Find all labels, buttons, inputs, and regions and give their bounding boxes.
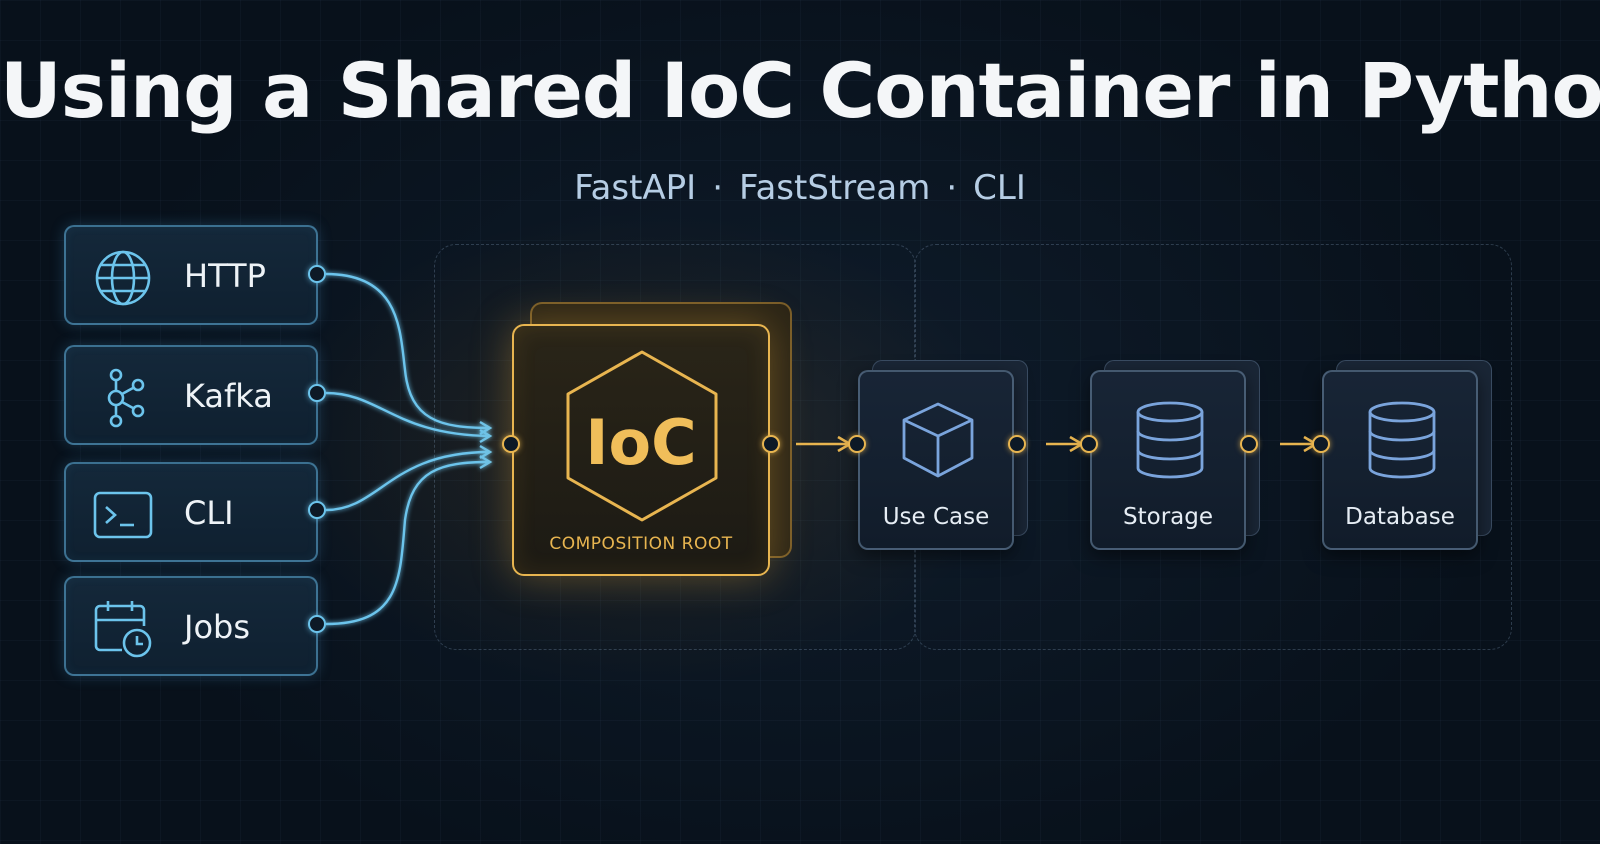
wire-cli [325,450,491,512]
subtitle-separator: · [712,168,724,208]
port-storage-out [1240,435,1258,453]
port-http [308,265,326,283]
port-kafka [308,384,326,402]
arrow-head [479,454,493,470]
kafka-icon [107,368,145,428]
ioc-container-card: IoC COMPOSITION ROOT [512,324,770,576]
pipeline-wires [796,435,1319,453]
port-ioc-out [762,435,780,453]
pipeline-block-storage: Storage [1090,370,1246,550]
port-jobs [308,615,326,633]
source-wires [325,272,493,626]
source-label-cli: CLI [184,494,234,532]
ioc-label: IoC [585,406,697,479]
calendar-clock-icon [94,601,152,658]
arrow-head [479,428,493,444]
terminal-icon [93,491,153,539]
ioc-caption: COMPOSITION ROOT [549,534,733,554]
port-ioc-in [502,435,520,453]
source-card-cli: CLI [64,462,318,562]
subtitle-fastapi: FastAPI [574,168,697,208]
pipeline-label-database: Database [1345,504,1455,530]
subtitle-faststream: FastStream [739,168,931,208]
subtitle: FastAPI · FastStream · CLI [0,168,1600,208]
source-label-kafka: Kafka [184,377,273,415]
port-usecase-out [1008,435,1026,453]
pipeline-label-storage: Storage [1123,504,1213,530]
port-usecase-in [848,435,866,453]
pipeline-label-use-case: Use Case [882,504,990,530]
source-card-kafka: Kafka [64,345,318,445]
page-title: Using a Shared IoC Container in Python [0,46,1600,135]
hexagon-icon [566,350,718,522]
port-cli [308,501,326,519]
port-storage-in [1080,435,1098,453]
port-database-in [1312,435,1330,453]
subtitle-cli: CLI [973,168,1026,208]
wire-kafka [325,391,491,438]
arrow-head [479,444,493,460]
subtitle-separator: · [946,168,958,208]
cube-icon [902,402,974,478]
pipeline-block-use-case: Use Case [858,370,1014,550]
wire-jobs [325,460,491,626]
database-icon [1136,401,1204,479]
source-label-http: HTTP [184,257,266,295]
source-card-http: HTTP [64,225,318,325]
source-card-jobs: Jobs [64,576,318,676]
source-label-jobs: Jobs [184,608,250,646]
globe-icon [95,250,151,306]
wire-http [325,272,491,430]
pipeline-block-database: Database [1322,370,1478,550]
database-icon [1368,401,1436,479]
